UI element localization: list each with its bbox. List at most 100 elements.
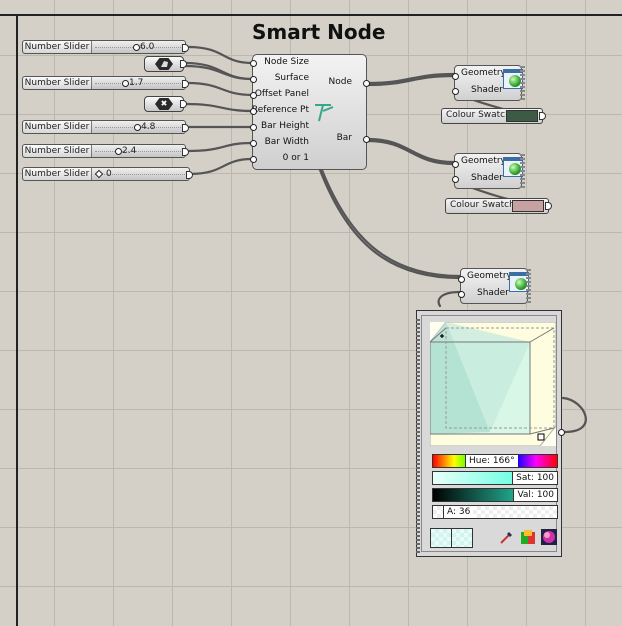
input-port[interactable]: [250, 60, 257, 67]
input-shader[interactable]: Shader: [471, 85, 503, 95]
slider-value: 6.0: [140, 42, 155, 52]
input-port[interactable]: [250, 124, 257, 131]
output-grip[interactable]: [186, 171, 193, 179]
preview-icon: [509, 272, 529, 292]
output-node[interactable]: Node: [328, 77, 353, 87]
number-slider-bar-height[interactable]: Number Slider 4.8: [22, 120, 189, 134]
colour-swatch-1[interactable]: Colour Swatch: [441, 108, 546, 124]
colour-swatch-2[interactable]: Colour Swatch: [445, 198, 552, 214]
number-slider-bar-width[interactable]: Number Slider 2.4: [22, 144, 189, 158]
wire-refpt: [183, 102, 254, 113]
slider-track[interactable]: [95, 83, 181, 84]
input-port[interactable]: [458, 291, 465, 298]
wire-toggle: [188, 157, 254, 176]
input-port[interactable]: [452, 88, 459, 95]
number-slider-toggle[interactable]: Number Slider 0: [22, 167, 193, 181]
number-slider-offset[interactable]: Number Slider 1.7: [22, 76, 189, 90]
output-grip[interactable]: [182, 124, 189, 132]
slider-knob[interactable]: [94, 169, 104, 179]
custom-preview-2[interactable]: Geometry Shader: [452, 153, 525, 189]
output-grip[interactable]: [180, 100, 187, 108]
point-param[interactable]: ✖: [144, 96, 187, 112]
rgb-mode-icon[interactable]: [519, 528, 537, 546]
wire-offset: [186, 81, 254, 97]
component-edge: [520, 66, 525, 100]
slider-value: 4.8: [141, 122, 156, 132]
slider-knob[interactable]: [115, 148, 122, 155]
output-port[interactable]: [363, 136, 370, 143]
input-reference-pt[interactable]: Reference Pt: [251, 105, 309, 115]
output-grip[interactable]: [182, 44, 189, 52]
input-shader[interactable]: Shader: [471, 173, 503, 183]
input-port[interactable]: [250, 108, 257, 115]
hue-slider[interactable]: Hue: 166°: [432, 454, 558, 468]
input-shader[interactable]: Shader: [477, 288, 509, 298]
input-bar-width[interactable]: Bar Width: [264, 137, 309, 147]
wire-node-out: [366, 72, 456, 85]
slider-label: Number Slider: [23, 168, 92, 180]
input-port[interactable]: [458, 276, 465, 283]
slider-knob[interactable]: [122, 80, 129, 87]
component-edge: [416, 319, 420, 555]
surface-param[interactable]: [144, 56, 187, 72]
output-grip[interactable]: [180, 60, 187, 68]
slider-label: Number Slider: [23, 121, 92, 133]
old-colour-preview[interactable]: [430, 528, 452, 548]
surface-param-icon: [155, 58, 173, 70]
cluster-icon: [315, 104, 334, 122]
input-port[interactable]: [452, 176, 459, 183]
wire-nodesize: [186, 45, 254, 65]
input-toggle[interactable]: 0 or 1: [282, 153, 309, 163]
input-surface[interactable]: Surface: [274, 73, 309, 83]
swatch-color[interactable]: [512, 200, 544, 212]
input-port[interactable]: [452, 161, 459, 168]
output-grip[interactable]: [182, 148, 189, 156]
swatch-label: Colour Swatch: [450, 200, 515, 210]
slider-label: Number Slider: [23, 77, 92, 89]
point-param-icon: ✖: [155, 98, 173, 110]
value-slider[interactable]: Val: 100: [432, 488, 558, 502]
hsv-mode-icon[interactable]: [540, 528, 558, 546]
input-port[interactable]: [250, 140, 257, 147]
wire-shader-3b: [437, 290, 462, 308]
input-bar-height[interactable]: Bar Height: [260, 121, 309, 131]
custom-preview-3[interactable]: Geometry Shader: [458, 268, 531, 304]
input-geometry[interactable]: Geometry: [461, 156, 506, 166]
output-port[interactable]: [558, 429, 565, 436]
input-port[interactable]: [452, 73, 459, 80]
output-port[interactable]: [363, 80, 370, 87]
slider-track[interactable]: [95, 174, 185, 175]
colour-picker[interactable]: Hue: 166° Sat: 100 Val: 100 A: 36: [416, 310, 565, 557]
output-grip[interactable]: [545, 202, 552, 210]
wire-surface-b: [183, 64, 254, 81]
input-offset-panel[interactable]: Offset Panel: [254, 89, 309, 99]
eyedropper-icon[interactable]: [498, 528, 516, 546]
input-geometry[interactable]: Geometry: [467, 271, 512, 281]
saturation-slider[interactable]: Sat: 100: [432, 471, 558, 485]
slider-track[interactable]: [95, 151, 181, 152]
alpha-slider[interactable]: A: 36: [432, 505, 558, 519]
output-bar[interactable]: Bar: [336, 133, 352, 143]
swatch-color[interactable]: [506, 110, 538, 122]
input-port[interactable]: [250, 156, 257, 163]
colour-cube[interactable]: [430, 322, 556, 446]
input-node-size[interactable]: Node Size: [264, 57, 309, 67]
alpha-value: A: 36: [443, 506, 474, 518]
input-port[interactable]: [250, 76, 257, 83]
slider-knob[interactable]: [134, 124, 141, 131]
custom-preview-1[interactable]: Geometry Shader: [452, 65, 525, 101]
wire-node-out-b: [366, 74, 456, 87]
input-port[interactable]: [250, 92, 257, 99]
new-colour-preview[interactable]: [451, 528, 473, 548]
swatch-label: Colour Swatch: [446, 110, 511, 120]
wire-bar-out: [366, 137, 456, 164]
input-geometry[interactable]: Geometry: [461, 68, 506, 78]
number-slider-node-size[interactable]: Number Slider 6.0: [22, 40, 189, 54]
output-grip[interactable]: [539, 112, 546, 120]
slider-knob[interactable]: [133, 44, 140, 51]
slider-value: 2.4: [122, 146, 137, 156]
smart-node-component[interactable]: Node Size Surface Offset Panel Reference…: [250, 54, 370, 170]
output-grip[interactable]: [182, 80, 189, 88]
wire-toggle-out: [320, 168, 462, 278]
